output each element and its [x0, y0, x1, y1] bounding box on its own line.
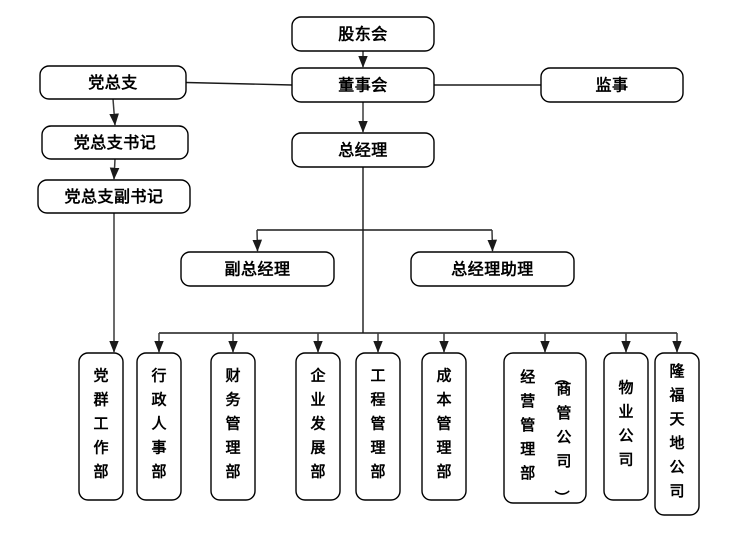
- node-label-party_deputy_secretary: 党总支副书记: [64, 187, 163, 206]
- department-business-management[interactable]: 经营管理部 （商管公司）: [503, 352, 587, 505]
- node-party_deputy_secretary[interactable]: 党总支副书记: [37, 179, 191, 214]
- node-box-party_secretary: [41, 125, 189, 160]
- node-board[interactable]: 董事会: [291, 67, 435, 103]
- connector-party-branch-to-secretary: [109, 98, 119, 126]
- node-label-supervisor: 监事: [595, 76, 628, 95]
- department-label-enterprise-dev: 企业发展部: [309, 367, 326, 481]
- department-box-finance: [210, 352, 256, 501]
- department-box-party-mass-work: [78, 352, 124, 501]
- connector-gm-to-deputy-gm: [252, 229, 263, 252]
- node-box-shareholders: [291, 16, 435, 52]
- node-box-party_branch: [39, 65, 187, 100]
- connector-board-to-party-branch: [185, 81, 293, 86]
- department-label-party-mass-work: 党群工作部: [93, 367, 108, 481]
- department-label-finance: 财务管理部: [225, 367, 241, 481]
- node-label-general_manager: 总经理: [338, 141, 388, 160]
- department-finance[interactable]: 财务管理部: [210, 352, 256, 501]
- node-shareholders[interactable]: 股东会: [291, 16, 435, 52]
- department-admin-hr[interactable]: 行政人事部: [136, 352, 182, 501]
- department-party-mass-work[interactable]: 党群工作部: [78, 352, 124, 501]
- department-box-business-management: [503, 352, 587, 504]
- department-label-longfu-tiandi: 隆福天地公司: [668, 362, 685, 500]
- connectors-layer: [109, 51, 682, 353]
- node-label-party_secretary: 党总支书记: [74, 133, 157, 152]
- department-label-engineering: 工程管理部: [370, 367, 385, 481]
- department-longfu-tiandi[interactable]: 隆福天地公司: [654, 352, 700, 516]
- department-box-admin-hr: [136, 352, 182, 501]
- department-box-enterprise-dev: [295, 352, 341, 501]
- department-cost-management[interactable]: 成本管理部: [421, 352, 467, 501]
- node-box-general_manager: [291, 132, 435, 168]
- connector-gm-to-gm-assistant: [487, 229, 498, 252]
- department-label-cost-management: 成本管理部: [436, 367, 451, 481]
- node-label-board: 董事会: [338, 76, 388, 95]
- department-label-property-company: 物业公司: [618, 379, 633, 469]
- department-label-business-management: （商管公司）: [552, 370, 571, 505]
- node-gm_assistant[interactable]: 总经理助理: [410, 251, 575, 287]
- node-label-party_branch: 党总支: [88, 73, 138, 92]
- department-property-company[interactable]: 物业公司: [603, 352, 649, 501]
- node-label-gm_assistant: 总经理助理: [451, 260, 534, 279]
- node-party_secretary[interactable]: 党总支书记: [41, 125, 189, 160]
- department-label-business-management: 经营管理部: [520, 368, 535, 482]
- department-box-engineering: [355, 352, 401, 501]
- node-supervisor[interactable]: 监事: [540, 67, 684, 103]
- node-box-gm_assistant: [410, 251, 575, 287]
- node-deputy_gm[interactable]: 副总经理: [180, 251, 335, 287]
- node-party_branch[interactable]: 党总支: [39, 65, 187, 100]
- connector-secretary-to-deputy: [109, 158, 120, 180]
- node-general_manager[interactable]: 总经理: [291, 132, 435, 168]
- department-engineering[interactable]: 工程管理部: [355, 352, 401, 501]
- department-label-admin-hr: 行政人事部: [150, 367, 167, 481]
- node-label-deputy_gm: 副总经理: [224, 260, 290, 279]
- department-box-cost-management: [421, 352, 467, 501]
- node-box-supervisor: [540, 67, 684, 103]
- node-box-deputy_gm: [180, 251, 335, 287]
- node-label-shareholders: 股东会: [338, 25, 388, 44]
- node-box-party_deputy_secretary: [37, 179, 191, 214]
- node-box-board: [291, 67, 435, 103]
- department-enterprise-dev[interactable]: 企业发展部: [295, 352, 341, 501]
- department-box-property-company: [603, 352, 649, 501]
- department-box-longfu-tiandi: [654, 352, 700, 516]
